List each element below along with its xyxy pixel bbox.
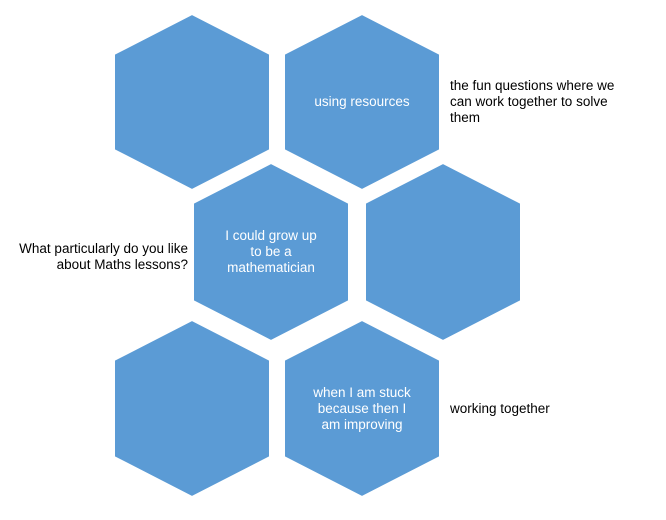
hex-top-right-label: using resources — [314, 94, 410, 109]
hex-bottom-right-label: when I am stuck because then I am improv… — [313, 385, 411, 432]
hex-top-left — [113, 12, 271, 192]
hex-middle-left-label: I could grow up to be a mathematician — [225, 228, 317, 275]
hex-bottom-right — [283, 318, 441, 499]
hex-middle-right — [364, 161, 522, 343]
hex-top-right — [283, 12, 441, 192]
question-label: What particularly do you like about Math… — [19, 241, 188, 272]
side-note-bottom: working together — [450, 401, 550, 416]
side-note-top: the fun questions where we can work toge… — [450, 78, 615, 125]
hex-bottom-left — [113, 318, 271, 499]
hex-middle-left — [192, 161, 350, 343]
